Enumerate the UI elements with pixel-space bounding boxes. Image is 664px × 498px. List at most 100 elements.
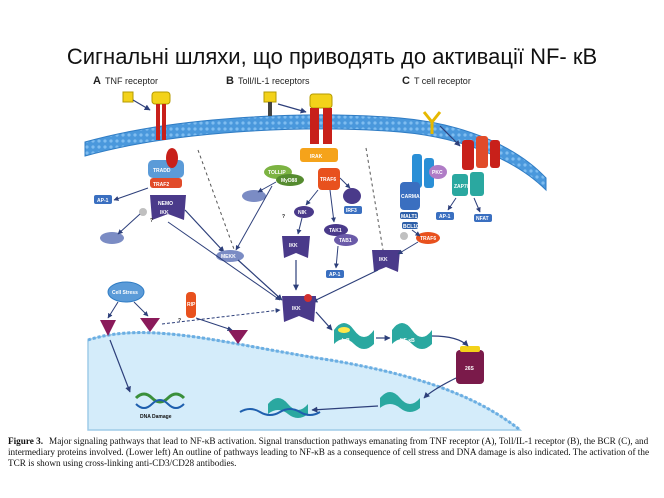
arrow-traf6-nik [305, 189, 319, 206]
tak1-text: TAK1 [329, 228, 342, 234]
separator-bc [365, 147, 384, 251]
nucleus-membrane [87, 331, 521, 432]
nfkb-text: NF-κB [400, 338, 415, 344]
nik-text: NIK [298, 210, 307, 216]
panel-c-text: T cell receptor [413, 76, 471, 86]
proteasome: 26S [456, 346, 484, 384]
arrow-zap-nfat [473, 197, 481, 213]
ikk-central: IKK [282, 294, 316, 322]
arrow-nuclear-dna [311, 405, 379, 413]
arrow-il1-bind [277, 103, 307, 114]
ikk-c: IKK [372, 250, 400, 272]
panel-a-text: TNF receptor [104, 76, 158, 86]
arrow-ikkC-central [311, 269, 379, 303]
tnf-question [139, 208, 147, 216]
arrow-release-proteasome [431, 335, 469, 347]
separator-ab [197, 149, 236, 253]
dna-damage: DNA Damage [134, 392, 186, 420]
figure-caption-text: Major signaling pathways that lead to NF… [8, 436, 650, 469]
toll-receptor [309, 93, 333, 144]
nemo-text: NEMO [158, 201, 173, 207]
ap1-left-text: AP-1 [97, 198, 109, 204]
ikk-a-text: IKK [160, 210, 169, 216]
question-b: ? [282, 214, 285, 220]
arrow-traf2-ap1 [113, 187, 149, 201]
arrow-traf6-irf3 [339, 177, 351, 189]
irak-complex: IRAK TRAF6 [300, 148, 340, 190]
traf6-right: TRAF6 [416, 232, 440, 244]
zap70-text: ZAP70 [454, 184, 470, 190]
pkc-text: PKC [432, 170, 443, 176]
bcl10-text: BCL10 [403, 224, 419, 230]
myd88-text: MyD88 [281, 178, 297, 184]
ap1-right: AP-1 [436, 212, 454, 220]
irak-text: IRAK [310, 154, 323, 160]
malt1-text: MALT1 [401, 214, 418, 220]
ap1-right-text: AP-1 [439, 214, 451, 220]
figure-caption: Figure 3.Major signaling pathways that l… [8, 436, 658, 470]
arrow-nik-ikk [296, 217, 303, 235]
tnf-ligand [122, 91, 134, 103]
ap1-center-text: AP-1 [329, 272, 341, 278]
arrow-antibody-tcr [439, 125, 461, 147]
ikk-central-text: IKK [292, 306, 301, 312]
arrow-central-complex [315, 311, 333, 331]
arrow-ikk-mekk [117, 213, 141, 235]
proteasome-text: 26S [465, 366, 475, 372]
tollip-text: TOLLIP [268, 170, 286, 176]
arrow-traf6-ikkC [397, 241, 419, 255]
dna-damage-text: DNA Damage [140, 414, 172, 420]
tcr-complex [412, 136, 500, 188]
arrow-stress-2 [133, 301, 149, 317]
arrow-zap-ap1 [447, 197, 457, 211]
nfkb-released: NF-κB [392, 323, 432, 349]
mekk-text: MEKK [221, 254, 236, 260]
panel-c-letter: C [402, 75, 410, 87]
figure-number: Figure 3. [8, 436, 44, 446]
irf3-node: IRF3 [343, 188, 362, 214]
nfat-node: NFAT [474, 214, 492, 222]
arrow-ikkA-mekkC [184, 209, 225, 253]
tnf-receptor [151, 91, 171, 140]
ikk-c-text: IKK [379, 257, 388, 263]
mekk-left [100, 232, 124, 244]
question-stress: ? [178, 318, 181, 324]
arrow-stress-1 [107, 301, 119, 319]
stress-targets [100, 318, 248, 344]
zap70-complex: ZAP70 PKC [429, 165, 484, 196]
irf3-text: IRF3 [346, 208, 357, 214]
rip-text: RIP [187, 302, 196, 308]
arrow-stress-dna [109, 339, 131, 393]
arrow-ikkA-central [167, 221, 281, 301]
panel-b-letter: B [226, 75, 234, 87]
arrow-tnf-bind [132, 99, 151, 111]
nfkb-ikb-complex: IκB [334, 323, 374, 349]
arrow-proteasome-nucleus [423, 377, 457, 399]
tab-text: TAB1 [339, 238, 352, 244]
arrow-traf6-tak1 [329, 189, 336, 223]
tradd-complex: TRADD TRAF2 [148, 148, 184, 188]
panel-a-letter: A [93, 75, 101, 87]
tollip-complex: TOLLIP MyD88 [264, 165, 304, 186]
ap1-center: AP-1 [326, 270, 344, 278]
ikk-complex-a: NEMO IKK [150, 195, 186, 220]
nik-node [294, 206, 314, 218]
nfat-text: NFAT [476, 216, 489, 222]
carma-complex: CARMA1 MALT1 BCL10 [400, 182, 423, 230]
slide-title: Сигнальні шляхи, що приводять до активац… [66, 44, 598, 69]
ikb-text: IκB [342, 338, 350, 344]
ikk-b: IKK [282, 236, 310, 258]
mekk-b [242, 190, 266, 202]
arrow-myd88-mekkC [235, 185, 273, 251]
c-question [400, 232, 408, 240]
cell-stress: Cell Stress [107, 281, 145, 303]
arrow-mekk-central [237, 259, 283, 301]
ikk-b-text: IKK [289, 243, 298, 249]
ap1-left: AP-1 [94, 195, 112, 204]
signaling-diagram: TRADD TRAF2 NEMO IKK AP-1 ? TOLLIP MyD88… [84, 91, 547, 432]
mekk-center: MEKK [216, 250, 244, 262]
traf6-text: TRAF6 [320, 177, 336, 183]
